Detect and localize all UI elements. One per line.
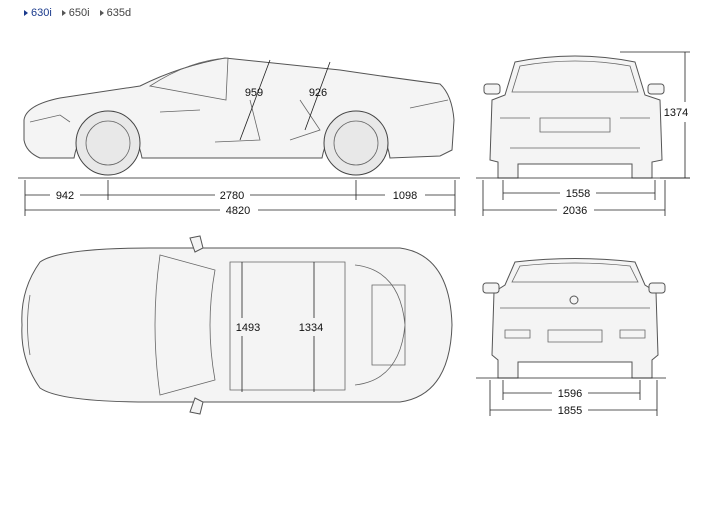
front-track-label: 1558: [566, 188, 590, 200]
arrow-right-icon: [61, 10, 66, 16]
front-headroom-label: 959: [245, 87, 263, 99]
arrow-right-icon: [99, 10, 104, 16]
top-body: [21, 247, 453, 403]
front-view: 1374 1558 2036: [476, 51, 690, 217]
bmw-logo: [569, 295, 579, 305]
width-mirrors-label: 2036: [563, 205, 587, 217]
arrow-right-icon: [24, 10, 28, 16]
tab-label: 630i: [31, 7, 52, 19]
wheelbase-label: 2780: [220, 190, 244, 202]
front-interior-width-label: 1493: [236, 322, 260, 334]
front-overhang-label: 942: [56, 190, 74, 202]
right-mirror: [647, 83, 665, 95]
rear-view: 1596 1855: [476, 258, 666, 417]
width-label: 1855: [558, 405, 582, 417]
front-body: [489, 55, 663, 179]
right-mirror: [648, 282, 666, 294]
tab-label: 635d: [106, 7, 132, 19]
rear-headroom-label: 926: [309, 87, 327, 99]
tab-650i[interactable]: 650i: [61, 7, 90, 19]
tab-label: 650i: [68, 7, 90, 19]
left-mirror: [482, 282, 500, 294]
rear-overhang-label: 1098: [393, 190, 417, 202]
height-label: 1374: [664, 107, 688, 119]
side-view: 959 926 942 2780 1098 4820: [18, 57, 460, 217]
rear-body: [491, 258, 659, 379]
rear-track-label: 1596: [558, 388, 582, 400]
top-view: 1493 1334: [21, 235, 453, 415]
tab-630i[interactable]: 630i: [24, 7, 52, 19]
rear-wheel: [323, 110, 389, 176]
front-wheel: [75, 110, 141, 176]
model-tabs: 630i 650i 635d: [24, 7, 131, 19]
rear-interior-width-label: 1334: [299, 322, 323, 334]
length-label: 4820: [226, 205, 250, 217]
top-mirrors: [189, 235, 204, 415]
left-mirror: [483, 83, 501, 95]
tab-635d[interactable]: 635d: [99, 7, 132, 19]
